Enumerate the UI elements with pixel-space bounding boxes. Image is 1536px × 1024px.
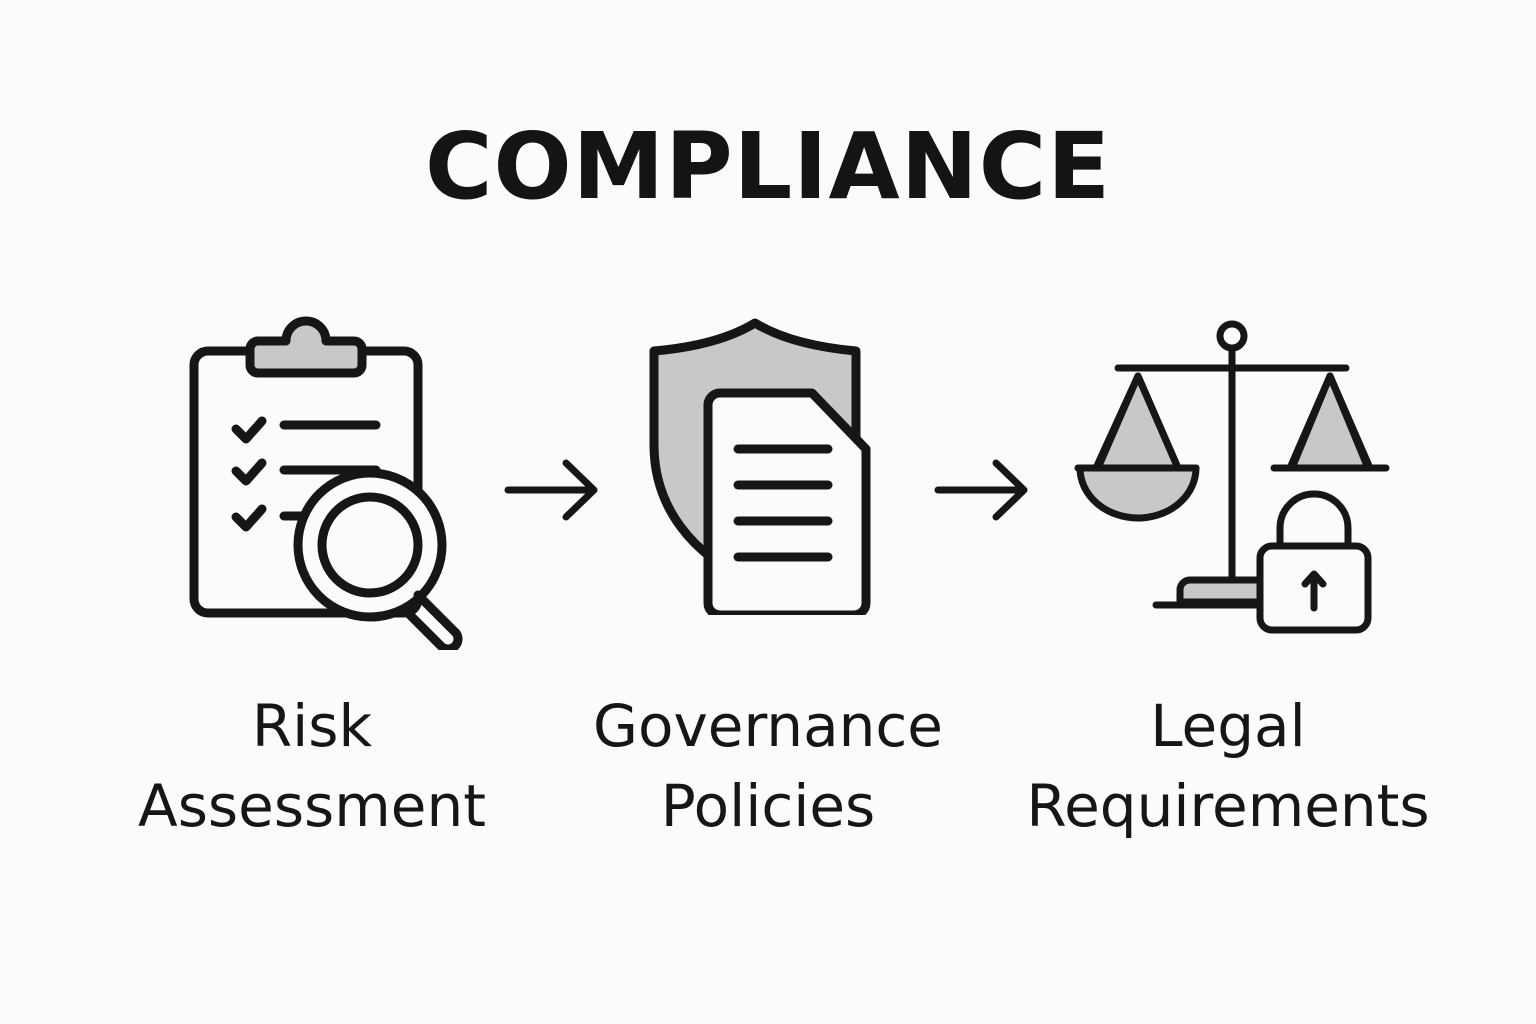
step-label-risk-assessment: Risk Assessment [100,686,524,846]
shield-document-icon [649,318,871,615]
scales-lock-icon [1074,320,1390,634]
label-line: Assessment [138,772,486,840]
clipboard-magnifier-icon [189,316,463,650]
label-line: Risk [251,692,373,760]
step-label-legal-requirements: Legal Requirements [1000,686,1456,846]
arrow-right-icon [934,459,1028,521]
label-line: Legal [1150,692,1306,760]
label-line: Requirements [1026,772,1430,840]
label-line: Governance [593,692,943,760]
label-line: Policies [660,772,876,840]
diagram-title: COMPLIANCE [424,113,1112,220]
arrow-right-icon [504,459,598,521]
step-label-governance-policies: Governance Policies [540,686,996,846]
